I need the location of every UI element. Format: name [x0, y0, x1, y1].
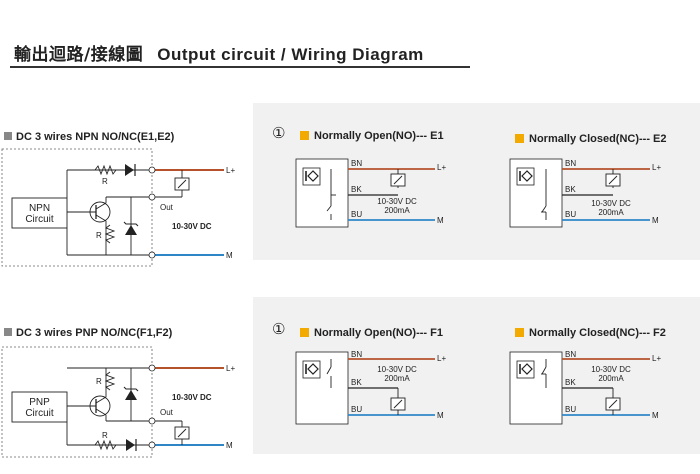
- sensor-icon: [516, 167, 535, 186]
- sensor-icon: [516, 360, 535, 379]
- zener-diode: [125, 390, 137, 400]
- pnp-load-coil: [174, 426, 190, 440]
- voltage-label: 10-30V DC: [377, 365, 417, 374]
- title-chinese: 輸出迴路/接線圖: [14, 45, 144, 65]
- load-coil: [390, 173, 406, 187]
- voltage-label: 10-30V DC: [172, 222, 212, 231]
- minus-label: M: [226, 441, 233, 450]
- title-underline: [10, 66, 470, 68]
- lplus-label: L+: [437, 354, 447, 363]
- bn-label: BN: [351, 159, 363, 168]
- load-coil: [390, 397, 406, 411]
- pnp-schematic: [1, 346, 224, 458]
- bu-label: BU: [565, 210, 577, 219]
- header-nc-e2: Normally Closed(NC)--- E2: [515, 133, 667, 145]
- title-english: Output circuit / Wiring Diagram: [157, 45, 424, 64]
- lplus-label: L+: [652, 354, 662, 363]
- current-label: 200mA: [598, 208, 624, 217]
- voltage-label: 10-30V DC: [377, 197, 417, 206]
- diagram-nc-f2: [509, 351, 650, 425]
- resistor-label: R: [96, 377, 102, 386]
- minus-label: M: [652, 411, 659, 420]
- header-no-e1: Normally Open(NO)--- E1: [300, 130, 444, 142]
- yellow-square-icon: [300, 328, 309, 337]
- load-coil: [605, 173, 621, 187]
- sensor-icon: [302, 360, 321, 379]
- load-coil: [605, 397, 621, 411]
- minus-label: M: [226, 251, 233, 260]
- lplus-label: L+: [226, 364, 236, 373]
- diagram-no-f1: [295, 351, 435, 425]
- zener-diode: [125, 225, 137, 235]
- voltage-label: 10-30V DC: [172, 393, 212, 402]
- diode-top: [125, 164, 134, 176]
- voltage-label: 10-30V DC: [591, 365, 631, 374]
- page-title: 輸出迴路/接線圖 Output circuit / Wiring Diagram: [14, 40, 424, 65]
- bk-label: BK: [351, 378, 362, 387]
- bn-label: BN: [565, 350, 577, 359]
- lplus-label: L+: [437, 163, 447, 172]
- lplus-label: L+: [652, 163, 662, 172]
- circled-one-marker: ①: [272, 320, 286, 338]
- npn-load-coil: [174, 177, 190, 191]
- resistor-label: R: [102, 177, 108, 186]
- npn-section-label: DC 3 wires NPN NO/NC(E1,E2): [4, 131, 174, 143]
- npn-circuit-box: [11, 197, 68, 229]
- minus-label: M: [437, 411, 444, 420]
- header-nc-f2: Normally Closed(NC)--- F2: [515, 327, 666, 339]
- gray-square-icon: [4, 132, 12, 140]
- bu-label: BU: [351, 210, 363, 219]
- sensor-icon: [302, 167, 321, 186]
- out-label: Out: [160, 203, 173, 212]
- current-label: 200mA: [384, 206, 410, 215]
- bk-label: BK: [565, 185, 576, 194]
- yellow-square-icon: [300, 131, 309, 140]
- voltage-label: 10-30V DC: [591, 199, 631, 208]
- bk-label: BK: [351, 185, 362, 194]
- pnp-circuit-label: PNP Circuit: [25, 397, 54, 419]
- resistor-bottom: [94, 439, 117, 451]
- bu-label: BU: [351, 405, 363, 414]
- out-label: Out: [160, 408, 173, 417]
- bn-label: BN: [351, 350, 363, 359]
- npn-dashed-boundary: [1, 148, 153, 267]
- yellow-square-icon: [515, 328, 524, 337]
- yellow-square-icon: [515, 134, 524, 143]
- bk-label: BK: [565, 378, 576, 387]
- minus-label: M: [437, 216, 444, 225]
- npn-schematic: [1, 148, 224, 267]
- resistor-label: R: [96, 231, 102, 240]
- resistor-top: [94, 164, 117, 176]
- lplus-label: L+: [226, 166, 236, 175]
- header-no-f1: Normally Open(NO)--- F1: [300, 327, 443, 339]
- diagram-no-e1: [295, 158, 435, 228]
- current-label: 200mA: [598, 374, 624, 383]
- npn-circuit-label: NPN Circuit: [25, 203, 54, 225]
- minus-label: M: [652, 216, 659, 225]
- circled-one-marker: ①: [272, 124, 286, 142]
- pnp-dashed-boundary: [1, 346, 153, 458]
- pnp-section-label: DC 3 wires PNP NO/NC(F1,F2): [4, 327, 172, 339]
- current-label: 200mA: [384, 374, 410, 383]
- diagram-nc-e2: [509, 158, 650, 228]
- bu-label: BU: [565, 405, 577, 414]
- diode-bottom: [126, 439, 135, 451]
- resistor-label: R: [102, 431, 108, 440]
- bn-label: BN: [565, 159, 577, 168]
- gray-square-icon: [4, 328, 12, 336]
- pnp-circuit-box: [11, 391, 68, 423]
